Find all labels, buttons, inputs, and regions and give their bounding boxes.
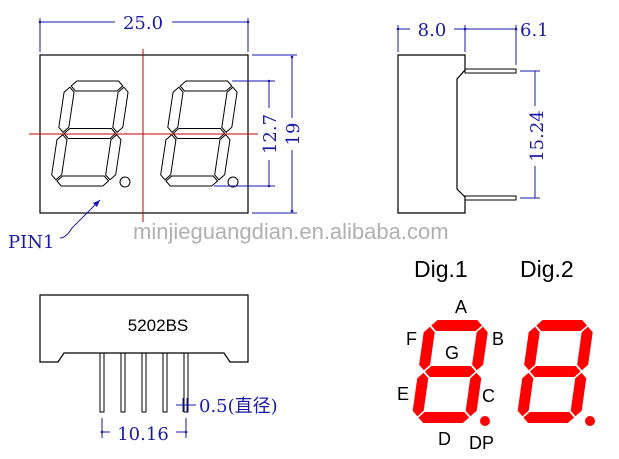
outline-digit-1 (51, 80, 129, 187)
pin1-arrowhead (93, 200, 100, 207)
pin-span-dimension (100, 418, 188, 438)
row-spacing-dimension (520, 70, 540, 199)
pin-2 (120, 352, 126, 413)
segment-label-dp: DP (469, 433, 494, 453)
part-number: 5202BS (128, 316, 189, 335)
pin-span-dim-text: 10.16 (117, 424, 169, 445)
pin-3 (141, 352, 147, 413)
segment-e (160, 133, 177, 181)
segment-b (472, 326, 488, 371)
segment-label-d: D (438, 429, 451, 449)
segment-f (524, 326, 540, 371)
red-decimal-point-1 (480, 416, 490, 426)
digit1-label: Dig.1 (414, 256, 468, 282)
segment-d (418, 412, 470, 423)
segment-e (517, 372, 534, 417)
segment-label-b: B (492, 329, 504, 349)
height-dimension (252, 54, 297, 214)
segment-d (165, 175, 219, 187)
segment-c (214, 133, 231, 181)
segment-a (431, 320, 482, 331)
side-view: 8.0 6.1 15.24 (396, 20, 549, 214)
segment-f (419, 326, 435, 371)
pin-diameter-dim-text: 0.5(直径) (199, 396, 278, 417)
segment-e (51, 133, 68, 181)
side-pin-top (464, 68, 517, 74)
segment-c (105, 133, 122, 181)
depth-dimension (396, 25, 518, 65)
segment-g (529, 366, 581, 377)
depth-dim-text: 8.0 (418, 20, 447, 41)
pin-length-dim-text: 6.1 (520, 20, 549, 41)
bottom-view: 5202BS 0.5(直径) 10.16 (39, 294, 278, 445)
segment-label-e: E (397, 384, 409, 404)
red-decimal-point-2 (585, 416, 595, 426)
pin-1 (99, 352, 105, 413)
digit-height-dim-text: 12.7 (260, 114, 281, 154)
pin1-leader (59, 199, 101, 239)
digit-height-dimension (214, 79, 275, 188)
segment-d (56, 175, 110, 187)
segment-e (412, 372, 429, 417)
segment-a (70, 80, 124, 92)
pin-5 (183, 352, 189, 413)
segment-diagram: Dig.1 Dig.2 A F B G E C D DP (397, 256, 595, 453)
segment-c (570, 372, 587, 417)
width-dim-text: 25.0 (123, 13, 163, 34)
pin1-label: PIN1 (8, 232, 54, 253)
segment-b (112, 86, 129, 134)
red-digit-1 (412, 320, 488, 423)
segment-c (465, 372, 482, 417)
segment-label-c: C (482, 386, 495, 406)
digit2-label: Dig.2 (520, 256, 574, 282)
watermark: minjieguangdian.en.alibaba.com (133, 219, 449, 244)
outline-decimal-point-2 (227, 176, 239, 188)
height-dim-text: 19 (283, 123, 304, 146)
segment-d (523, 412, 575, 423)
red-digit-2 (517, 320, 593, 423)
outline-decimal-point-1 (119, 176, 131, 188)
segment-label-a: A (455, 297, 467, 317)
row-spacing-dim-text: 15.24 (527, 110, 548, 162)
segment-f (167, 86, 184, 134)
segment-label-g: G (445, 343, 459, 363)
pin-diameter-dimension (176, 398, 196, 412)
pins (99, 352, 189, 413)
segment-a (179, 80, 233, 92)
segment-b (577, 326, 593, 371)
segment-a (536, 320, 587, 331)
segment-b (221, 86, 238, 134)
side-pin-bottom (464, 195, 517, 201)
top-view: 25.0 12.7 19 PIN1 (8, 13, 304, 253)
segment-f (58, 86, 75, 134)
side-body-outline (397, 54, 466, 214)
bottom-body-outline (39, 294, 249, 363)
pin-4 (162, 352, 168, 413)
segment-label-f: F (406, 329, 417, 349)
segment-g (424, 366, 476, 377)
width-dimension (38, 18, 250, 52)
